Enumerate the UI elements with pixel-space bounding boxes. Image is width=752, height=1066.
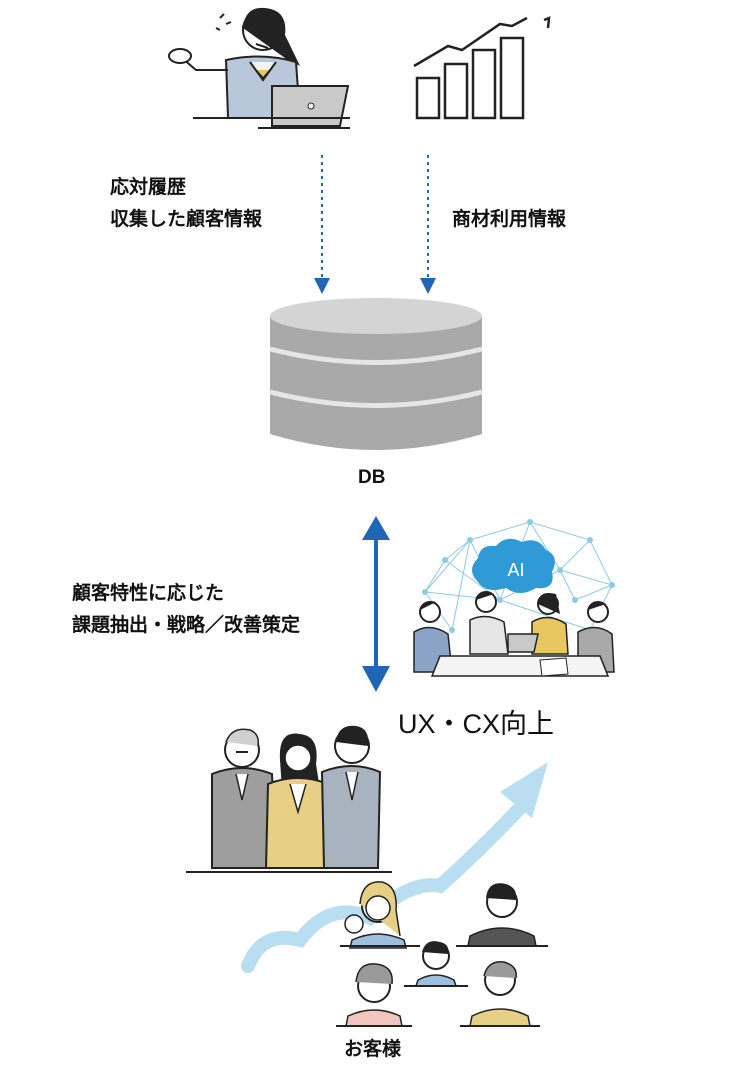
operator-illustration [168,7,350,129]
analysis-line-1: 顧客特性に応じた [72,583,225,604]
db-label: DB [358,467,386,488]
ai-badge: AI [507,560,524,580]
customers-label: お客様 [344,1039,402,1060]
staff-team-illustration [186,725,392,873]
support-history-label: 応対履歴 収集した顧客情報 [110,172,262,236]
bidirectional-arrow [362,516,390,692]
bar-chart-icon [413,16,551,120]
support-history-line-1: 応対履歴 [110,177,187,198]
customers-illustration [336,881,548,1027]
ai-meeting-illustration: AI [413,519,615,677]
result-label: UX・CX向上 [398,709,555,739]
database-icon [269,298,483,450]
analysis-line-2: 課題抽出・戦略／改善策定 [72,615,301,636]
product-usage-label: 商材利用情報 [452,209,567,230]
analysis-label: 顧客特性に応じた 課題抽出・戦略／改善策定 [72,578,300,642]
support-history-line-2: 収集した顧客情報 [110,209,263,230]
